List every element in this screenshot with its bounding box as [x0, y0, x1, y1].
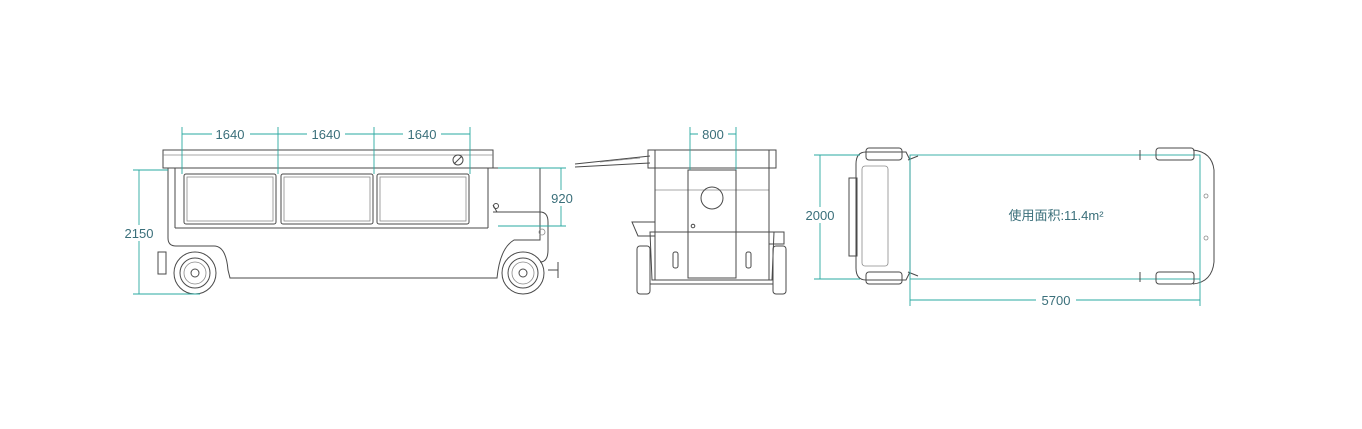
- rear-roof: [647, 149, 777, 169]
- side-window-3-inner: [379, 176, 467, 222]
- top-hood: [861, 165, 889, 267]
- side-body: [167, 167, 541, 279]
- top-rear-wheel-left: [1155, 147, 1195, 161]
- roof-vent-icon: [452, 154, 464, 166]
- side-window-3: [376, 173, 470, 225]
- side-cabin-height-label: 920: [551, 191, 573, 206]
- side-height-label: 2150: [125, 226, 154, 241]
- side-window-1: [183, 173, 277, 225]
- rear-side-shelf: [631, 221, 656, 237]
- side-view: 1640 1640 1640 2150 920: [118, 126, 579, 295]
- top-view: 使用面积:11.4m² 2000 5700: [800, 147, 1215, 308]
- side-roof: [162, 149, 494, 169]
- rear-upper-body: [654, 167, 770, 233]
- top-rear-light-right: [1203, 235, 1209, 241]
- rear-mirror: [769, 231, 785, 245]
- top-rear-wheel-right: [1155, 271, 1195, 285]
- side-window-1-inner: [186, 176, 274, 222]
- top-width-label: 2000: [806, 208, 835, 223]
- side-window-2: [280, 173, 374, 225]
- rear-awning-strut: [599, 157, 641, 163]
- rear-wheel-right: [772, 245, 787, 295]
- top-front-wheel-right: [865, 271, 903, 285]
- side-window-2-inner: [283, 176, 371, 222]
- rear-lower-body: [649, 231, 775, 281]
- rear-light-left: [672, 251, 679, 269]
- side-segment-3-label: 1640: [408, 127, 437, 142]
- top-length-label: 5700: [1042, 293, 1071, 308]
- rear-view: 800: [574, 126, 787, 295]
- rear-door-porthole: [700, 186, 724, 210]
- side-front-wheel: [501, 251, 545, 295]
- rear-awning-top: [574, 155, 651, 165]
- side-hood: [493, 211, 549, 263]
- top-rear-end: [1192, 149, 1215, 285]
- side-segment-2-label: 1640: [312, 127, 341, 142]
- rear-light-right: [745, 251, 752, 269]
- top-cab: [855, 151, 911, 281]
- rear-width-label: 800: [702, 127, 724, 142]
- rear-wheel-left: [636, 245, 651, 295]
- top-front-wheel-left: [865, 147, 903, 161]
- side-rear-bumper: [157, 251, 167, 275]
- side-segment-1-label: 1640: [216, 127, 245, 142]
- top-usable-area: [909, 154, 1201, 280]
- side-mirror-knob: [493, 203, 499, 209]
- top-area-label: 使用面积:11.4m²: [1008, 208, 1104, 223]
- roof-vent-slash: [453, 155, 463, 165]
- top-front-bumper: [848, 177, 858, 257]
- rear-door: [687, 169, 737, 279]
- rear-door-handle: [690, 223, 696, 229]
- rear-awning-bottom: [574, 162, 651, 168]
- top-rear-light-left: [1203, 193, 1209, 199]
- side-headlight: [538, 228, 546, 236]
- side-rear-wheel: [173, 251, 217, 295]
